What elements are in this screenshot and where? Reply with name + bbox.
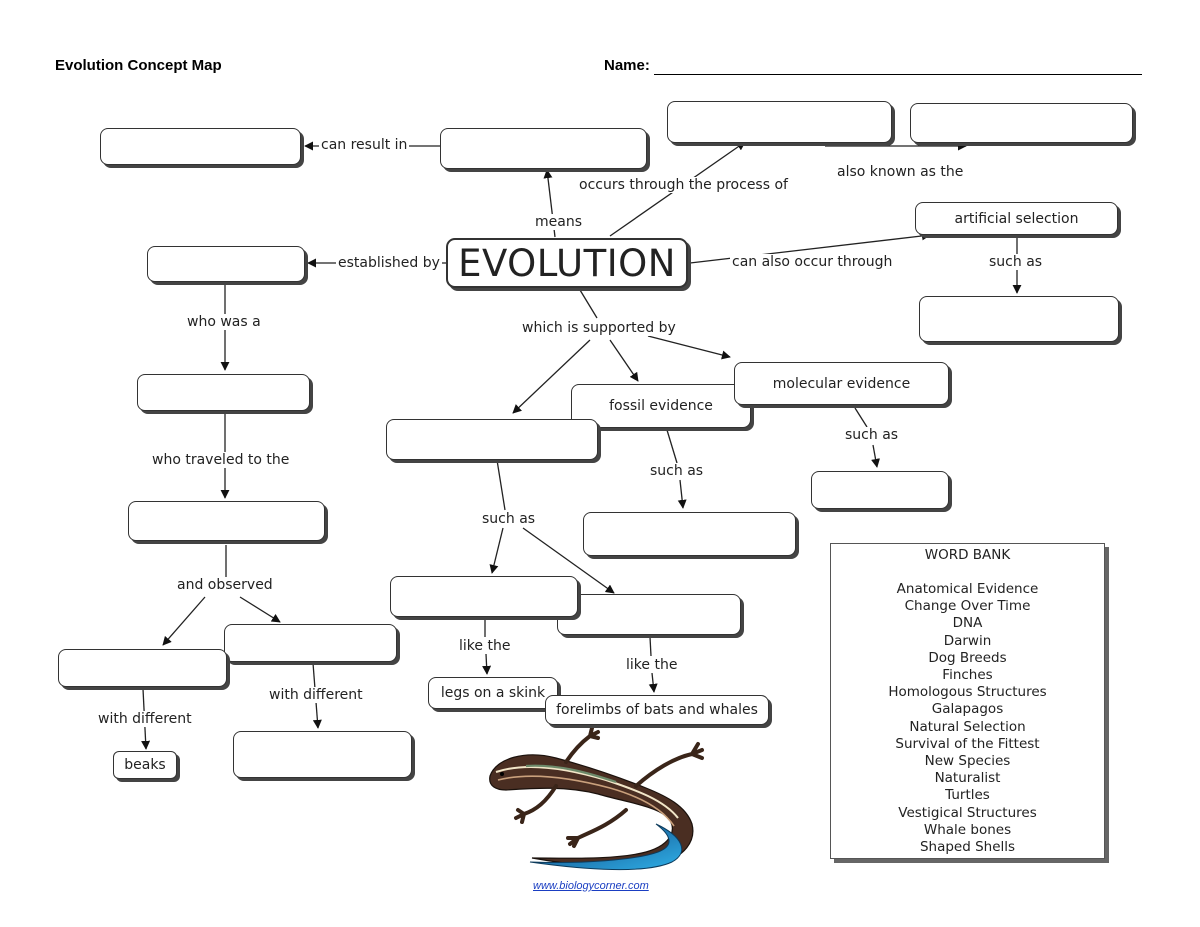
link-fossil-such-as-stem [666,429,678,464]
label-can-result-in: can result in [319,137,410,153]
label-can-also-occur: can also occur through [730,254,895,270]
label-occurs-through: occurs through the process of [577,177,790,193]
word-bank-item: DNA [952,615,983,632]
blank-box-with-different-right[interactable] [233,731,412,778]
word-bank-item: Finches [942,667,993,684]
skink-lizard-icon [489,728,704,871]
label-also-known-as: also known as the [835,164,966,180]
word-bank-item: Survival of the Fittest [895,735,1040,752]
word-bank-item: Turtles [945,787,990,804]
link-molecular-such-as-stem [854,407,868,428]
link-like-the-right [648,672,658,693]
label-who-traveled: who traveled to the [150,452,292,468]
label-who-was-a: who was a [185,314,263,330]
word-bank-item: Change Over Time [904,598,1031,615]
name-label: Name: [604,57,650,74]
link-fossil-such-as [677,479,687,509]
label-with-different-right: with different [267,687,365,703]
word-bank-item: Galapagos [931,701,1004,718]
label-means: means [533,214,584,230]
label-molecular-such-as: such as [843,427,901,443]
word-bank-item: Naturalist [934,770,1001,787]
word-bank-item: Natural Selection [909,718,1026,735]
label-with-different-left: with different [96,711,194,727]
blank-box-established-by[interactable] [147,246,305,282]
link-anatomical-such-as-stem [496,459,506,511]
link-supported-fossil [609,339,639,382]
blank-box-means[interactable] [440,128,647,169]
word-bank-title: WORD BANK [924,547,1011,563]
word-bank-item: Dog Breeds [928,649,1007,666]
word-bank-item: Whale bones [923,821,1012,838]
blank-box-traveled-to[interactable] [128,501,325,541]
link-supported-anatomical [512,339,591,414]
link-anatomical-such-as-left [489,527,504,574]
center-node-evolution: EVOLUTION [446,238,688,288]
link-like-the-left [482,653,492,675]
word-bank-item: Shaped Shells [919,839,1016,856]
word-bank-item: New Species [924,753,1011,770]
blank-box-result[interactable] [100,128,301,165]
blank-box-structure-right[interactable] [557,594,741,635]
word-bank-item: Vestigical Structures [898,804,1037,821]
blank-box-structure-left[interactable] [390,576,578,617]
label-established-by: established by [336,255,442,271]
node-artificial-selection: artificial selection [915,202,1118,235]
label-fossil-such-as: such as [648,463,706,479]
blank-box-fossil-example[interactable] [583,512,796,556]
name-input-line[interactable] [654,74,1142,75]
blank-box-who-was-a[interactable] [137,374,310,411]
node-fossil-evidence: fossil evidence [571,384,751,428]
link-molecular-such-as [871,444,880,468]
word-bank-item: Anatomical Evidence [896,581,1039,597]
label-like-the-left: like the [457,638,513,654]
label-anatomical-such-as: such as [480,511,538,527]
node-molecular-evidence: molecular evidence [734,362,949,405]
link-and-observed-left [162,596,206,646]
link-supported-stem [579,289,598,319]
link-and-observed-right [239,596,281,623]
label-artificial-such-as: such as [987,254,1045,270]
blank-box-process[interactable] [667,101,892,143]
node-forelimbs: forelimbs of bats and whales [545,695,769,725]
link-supported-molecular [647,335,731,360]
blank-box-also-known[interactable] [910,103,1133,143]
blank-box-artificial-example[interactable] [919,296,1119,342]
node-legs-on-a-skink: legs on a skink [428,677,558,709]
blank-box-third-evidence[interactable] [386,419,598,460]
label-supported-by: which is supported by [520,320,678,336]
blank-box-observed-left[interactable] [58,649,227,687]
word-bank-item: Darwin [943,632,992,649]
link-like-the-right-stem [649,636,652,657]
word-bank-item: Homologous Structures [888,684,1047,701]
page-title: Evolution Concept Map [55,57,222,74]
link-anatomical-such-as-right [522,527,615,594]
blank-box-molecular-example[interactable] [811,471,949,509]
label-and-observed: and observed [175,577,275,593]
node-beaks: beaks [113,751,177,779]
footer-link[interactable]: www.biologycorner.com [533,880,649,892]
blank-box-observed-right[interactable] [224,624,397,662]
label-like-the-right: like the [624,657,680,673]
